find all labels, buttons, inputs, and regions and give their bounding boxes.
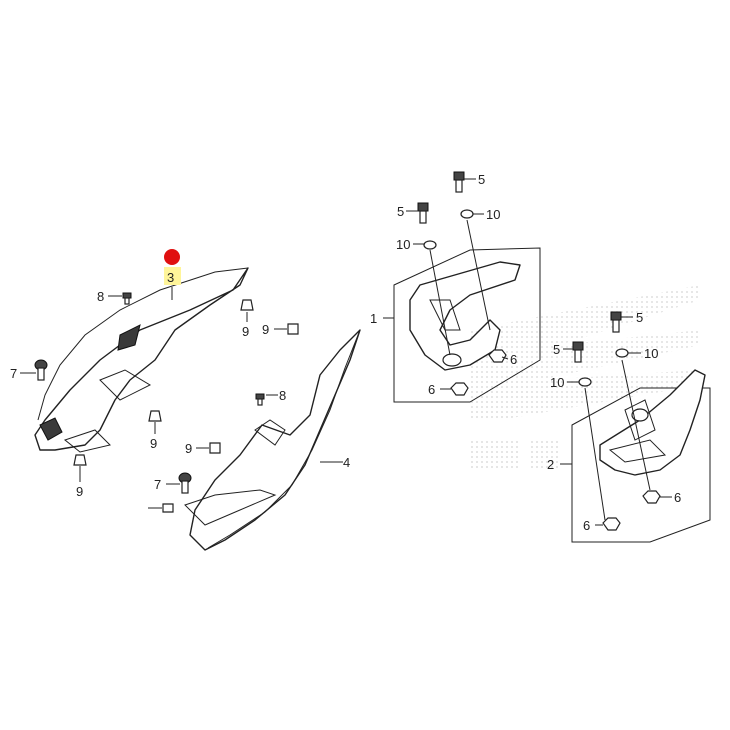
screw-8-a <box>122 292 132 305</box>
callout-9-a[interactable]: 9 <box>242 324 249 339</box>
part-3-side-cover[interactable] <box>34 267 249 453</box>
callout-9-d[interactable]: 9 <box>185 441 192 456</box>
clip-9-f <box>162 503 174 513</box>
callout-5-d[interactable]: 5 <box>553 342 560 357</box>
callout-4[interactable]: 4 <box>343 455 350 470</box>
callout-10-b[interactable]: 10 <box>396 237 410 252</box>
callout-10-c[interactable]: 10 <box>644 346 658 361</box>
clip-9-e <box>73 454 87 466</box>
selected-part-marker[interactable] <box>164 249 180 265</box>
screw-8-b <box>255 393 265 406</box>
bolt-7-b <box>178 472 192 494</box>
part-4-lower-cover[interactable] <box>184 329 361 551</box>
callout-9-b[interactable]: 9 <box>262 322 269 337</box>
callout-6-b[interactable]: 6 <box>428 382 435 397</box>
callout-8-b[interactable]: 8 <box>279 388 286 403</box>
callout-2[interactable]: 2 <box>547 457 554 472</box>
callout-7-a[interactable]: 7 <box>10 366 17 381</box>
clip-9-a <box>240 299 254 311</box>
washer-10-c <box>615 348 629 358</box>
callout-6-d[interactable]: 6 <box>583 518 590 533</box>
washer-10-b <box>423 240 437 250</box>
callout-6-c[interactable]: 6 <box>674 490 681 505</box>
callout-3[interactable]: 3 <box>167 270 174 285</box>
callout-7-b[interactable]: 7 <box>154 477 161 492</box>
nut-6-b <box>450 382 469 396</box>
callout-5-c[interactable]: 5 <box>636 310 643 325</box>
callout-6-a[interactable]: 6 <box>510 352 517 367</box>
bolt-5-b <box>417 202 429 224</box>
leader-lines <box>20 178 672 526</box>
callout-8-a[interactable]: 8 <box>97 289 104 304</box>
washer-10-a <box>460 209 474 219</box>
callout-labels: 1 2 3 4 5 5 5 5 6 6 6 6 7 7 8 8 9 9 9 9 … <box>10 172 681 533</box>
callout-5-b[interactable]: 5 <box>397 204 404 219</box>
callout-9-e[interactable]: 9 <box>76 484 83 499</box>
bolt-5-c <box>610 311 622 333</box>
clip-9-d <box>209 442 221 454</box>
callout-10-a[interactable]: 10 <box>486 207 500 222</box>
nut-6-c <box>642 490 661 504</box>
callout-1[interactable]: 1 <box>370 311 377 326</box>
callout-10-d[interactable]: 10 <box>550 375 564 390</box>
bolt-5-d <box>572 341 584 363</box>
bolt-7-a <box>34 359 48 381</box>
clip-9-b <box>287 323 299 335</box>
callout-3-highlight <box>164 267 181 285</box>
nut-6-a <box>488 349 507 363</box>
bolt-5-a <box>453 171 465 193</box>
watermark-logo <box>470 285 700 470</box>
callout-5-a[interactable]: 5 <box>478 172 485 187</box>
part-2-bracket[interactable] <box>571 369 711 543</box>
washer-10-d <box>578 377 592 387</box>
nut-6-d <box>602 517 621 531</box>
clip-9-c <box>148 410 162 422</box>
callout-9-c[interactable]: 9 <box>150 436 157 451</box>
